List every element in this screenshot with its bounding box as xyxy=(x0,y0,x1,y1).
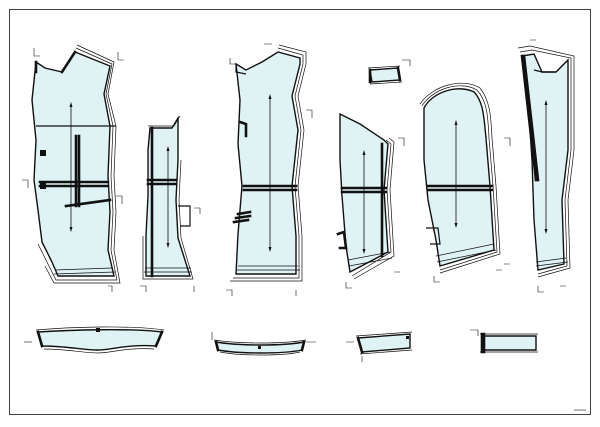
piece-front-body[interactable] xyxy=(22,44,124,292)
piece-collar-fall[interactable] xyxy=(211,332,316,356)
piece-collar-stand[interactable] xyxy=(24,326,165,354)
piece-sleeve-top[interactable] xyxy=(419,82,511,283)
piece-cuff[interactable] xyxy=(346,331,413,362)
piece-side-panel[interactable] xyxy=(140,115,201,292)
piece-pocket-flap[interactable] xyxy=(470,329,538,354)
piece-sleeve-under[interactable] xyxy=(336,112,405,289)
piece-back-body[interactable] xyxy=(226,43,313,296)
piece-small-tab[interactable] xyxy=(367,59,411,85)
piece-front-facing[interactable] xyxy=(517,39,575,293)
